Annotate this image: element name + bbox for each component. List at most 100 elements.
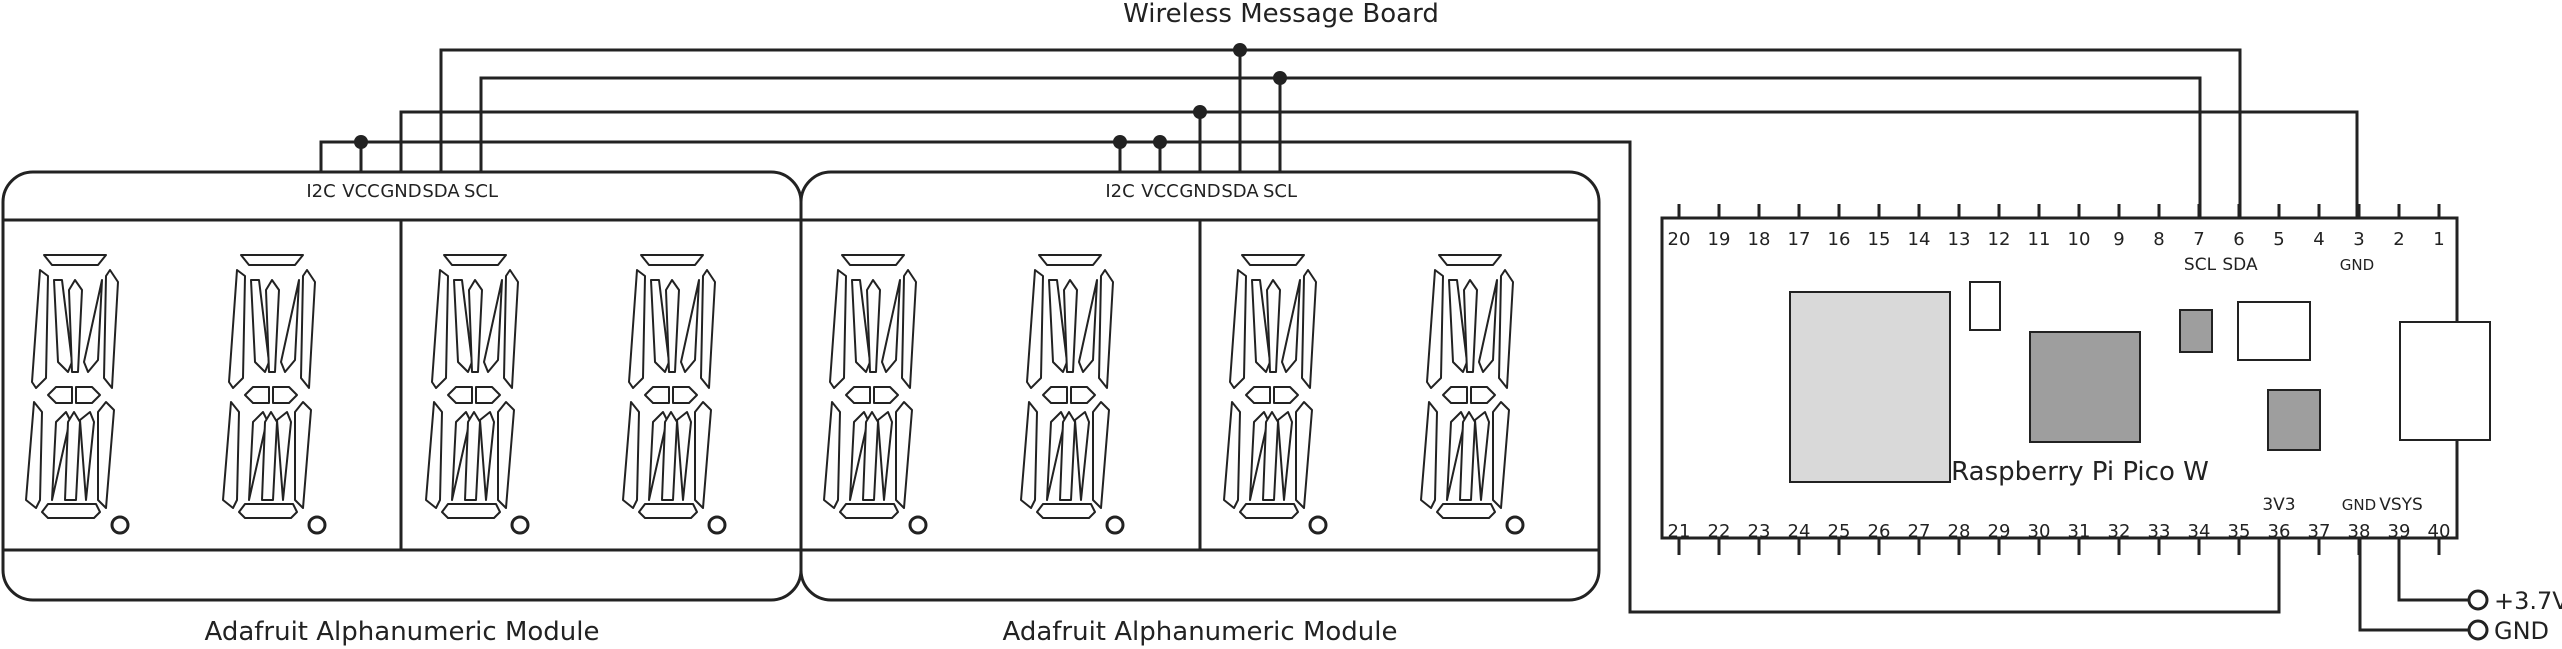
seg-d [1436,503,1496,519]
seg-l [64,411,81,501]
seg-i [866,279,881,373]
decimal-point [908,515,928,535]
seg-k [51,411,71,501]
seg-e [1020,401,1038,509]
pico-pin-number: 35 [2228,521,2251,542]
seg-i [265,279,280,373]
pico-pin-number: 37 [2308,521,2331,542]
seg-c [1295,401,1313,509]
pico-label-vsys: VSYS [2379,495,2423,515]
seg-h [851,279,871,373]
seg-m [676,411,692,501]
module-2-pin-labels: I2C VCC GND SDA SCL [1105,181,1297,202]
seg-g2 [873,386,899,404]
decimal-point [1308,515,1328,535]
pico-label-scl: SCL [2184,255,2217,275]
seg-m [877,411,893,501]
seg-a [640,254,704,266]
pico-pin-number: 26 [1868,521,1891,542]
seg-b [700,269,716,389]
seg-a [1438,254,1502,266]
seg-j [483,279,503,373]
module-1-pin-labels: I2C VCC GND SDA SCL [306,181,498,202]
seg-b [1498,269,1514,389]
seg-f [1426,269,1444,389]
pico-pin-number: 1 [2433,229,2444,250]
pico-pin-number: 30 [2028,521,2051,542]
pico-name: Raspberry Pi Pico W [1951,457,2209,487]
pico-pin-number: 36 [2268,521,2291,542]
seg-b [103,269,119,389]
pico-small-chip [2179,309,2213,353]
seg-m [1277,411,1293,501]
seg-f [1229,269,1247,389]
digits-module-2 [823,254,1525,535]
pico-pin-number: 32 [2108,521,2131,542]
seg-j [1078,279,1098,373]
pico-pin-number: 33 [2148,521,2171,542]
pico-pin-number: 3 [2353,229,2364,250]
pico-pin-number: 13 [1948,229,1971,250]
terminal-plus-icon [2467,589,2489,611]
seg-e [425,401,443,509]
seg-d [1036,503,1096,519]
seg-k [1446,411,1466,501]
pico-pin-number: 38 [2348,521,2371,542]
seg-g1 [1442,386,1468,404]
alphanumeric-digit [222,254,327,535]
seg-j [1281,279,1301,373]
pin-label-scl: SCL [464,181,498,202]
battery-gnd-label: GND [2494,617,2549,645]
seg-g1 [47,386,73,404]
pin-label-sda: SDA [422,181,460,202]
seg-a [1038,254,1102,266]
seg-c [1092,401,1110,509]
seg-l [261,411,278,501]
pin-label-gnd: GND [380,181,421,202]
seg-k [1249,411,1269,501]
seg-e [622,401,640,509]
seg-h [250,279,270,373]
seg-e [823,401,841,509]
pico-small-chip-2 [2267,389,2321,451]
seg-h [453,279,473,373]
seg-l [661,411,678,501]
seg-h [1048,279,1068,373]
decimal-point [1505,515,1525,535]
pico-pin-number: 40 [2428,521,2451,542]
seg-j [83,279,103,373]
seg-a [443,254,507,266]
pico-pin-number: 17 [1788,229,1811,250]
pico-small-part [1969,281,2001,331]
pico-pin-number: 18 [1748,229,1771,250]
pico-pin-number: 15 [1868,229,1891,250]
seg-b [901,269,917,389]
seg-l [1262,411,1279,501]
seg-j [1478,279,1498,373]
seg-b [300,269,316,389]
decimal-point [307,515,327,535]
seg-f [228,269,246,389]
seg-d [1239,503,1299,519]
pico-label-sda: SDA [2222,255,2258,275]
seg-k [248,411,268,501]
seg-l [1459,411,1476,501]
pico-pin-number: 2 [2393,229,2404,250]
digits-module-1 [25,254,727,535]
pico-pin-number: 25 [1828,521,1851,542]
seg-d [638,503,698,519]
seg-c [694,401,712,509]
seg-f [628,269,646,389]
battery-plus-label: +3.7V [2494,587,2562,615]
pin-label-vcc: VCC [1141,181,1178,202]
seg-h [1448,279,1468,373]
alphanumeric-digit [622,254,727,535]
pico-pin-number: 39 [2388,521,2411,542]
seg-m [79,411,95,501]
pin-label-scl: SCL [1263,181,1297,202]
seg-g2 [475,386,501,404]
decimal-point [110,515,130,535]
